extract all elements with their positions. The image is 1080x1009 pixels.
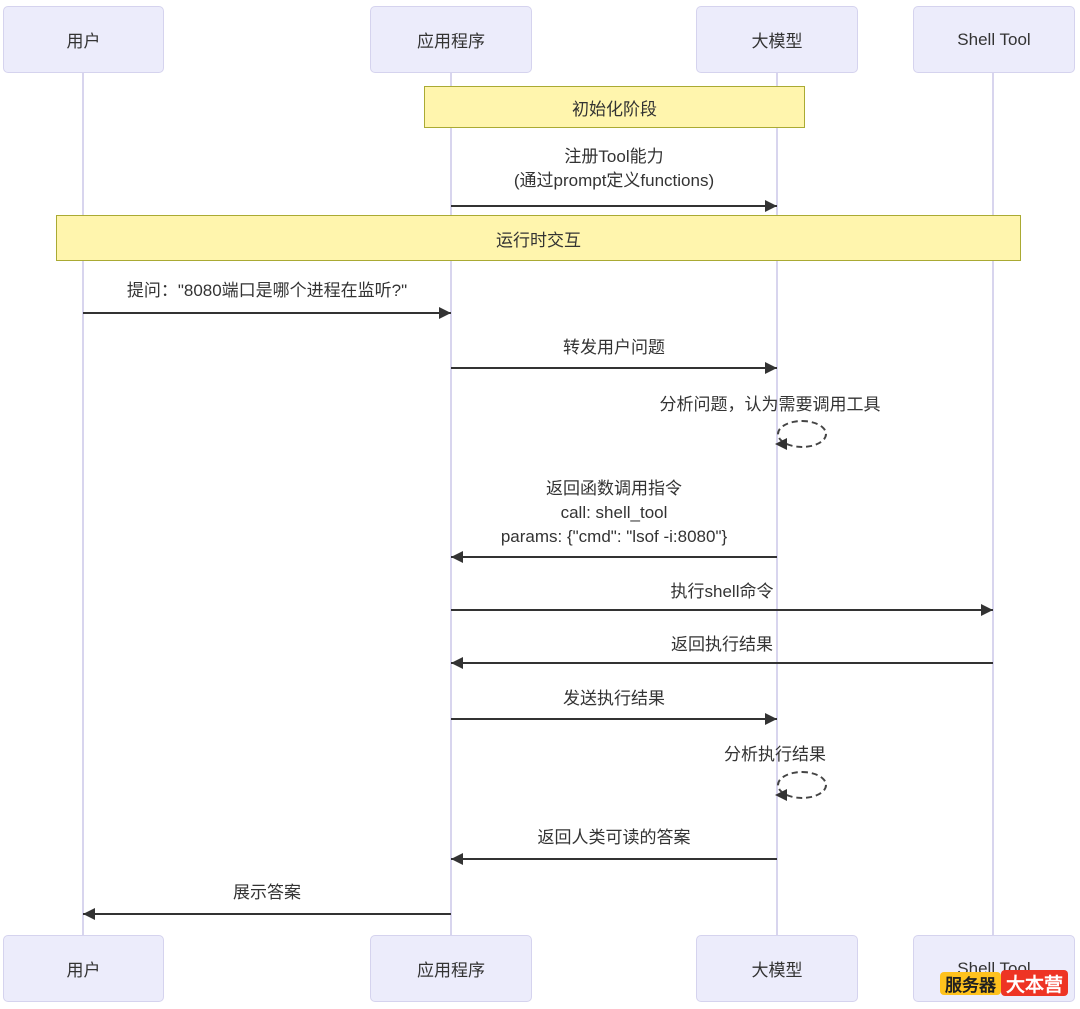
participant-bottom-app: 应用程序 [370,935,532,1002]
message-arrow [451,662,993,664]
self-loop-icon [777,771,827,799]
message-label: 展示答案 [233,883,301,902]
message-label: 执行shell命令 [670,582,774,601]
message-arrow [451,205,777,207]
participant-top-user: 用户 [3,6,164,73]
message-label: 注册Tool能力 (通过prompt定义functions) [513,147,715,190]
self-loop-icon [777,420,827,448]
arrowhead-icon [765,713,777,725]
arrowhead-icon [439,307,451,319]
arrowhead-icon [765,200,777,212]
note-init-phase: 初始化阶段 [424,86,805,128]
arrowhead-icon [765,362,777,374]
message-label: 转发用户问题 [563,338,665,357]
self-message-label: 分析执行结果 [724,745,826,764]
arrowhead-icon [451,657,463,669]
arrowhead-icon [775,789,787,801]
lifeline-user [82,73,84,935]
message-label: 返回人类可读的答案 [537,828,691,847]
message-arrow [451,718,777,720]
arrowhead-icon [775,438,787,450]
message-arrow [451,609,993,611]
message-label: 返回函数调用指令 call: shell_tool params: {"cmd"… [500,479,728,546]
watermark-badge-yellow: 服务器 [940,972,1001,995]
participant-top-llm: 大模型 [696,6,858,73]
arrowhead-icon [451,551,463,563]
arrowhead-icon [981,604,993,616]
self-message-label: 分析问题，认为需要调用工具 [659,395,881,414]
message-label: 返回执行结果 [671,635,773,654]
participant-bottom-user: 用户 [3,935,164,1002]
message-label: 发送执行结果 [563,689,665,708]
message-label: 提问："8080端口是哪个进程在监听?" [126,281,408,300]
lifeline-llm [776,73,778,935]
note-runtime-phase: 运行时交互 [56,215,1021,261]
message-arrow [83,312,451,314]
message-arrow [451,367,777,369]
arrowhead-icon [83,908,95,920]
message-arrow [83,913,451,915]
lifeline-shell [992,73,994,935]
participant-top-shell: Shell Tool [913,6,1075,73]
arrowhead-icon [451,853,463,865]
participant-top-app: 应用程序 [370,6,532,73]
watermark-badge-red: 大本营 [1001,970,1069,996]
message-arrow [451,858,777,860]
lifeline-app [450,73,452,935]
message-arrow [451,556,777,558]
participant-bottom-llm: 大模型 [696,935,858,1002]
